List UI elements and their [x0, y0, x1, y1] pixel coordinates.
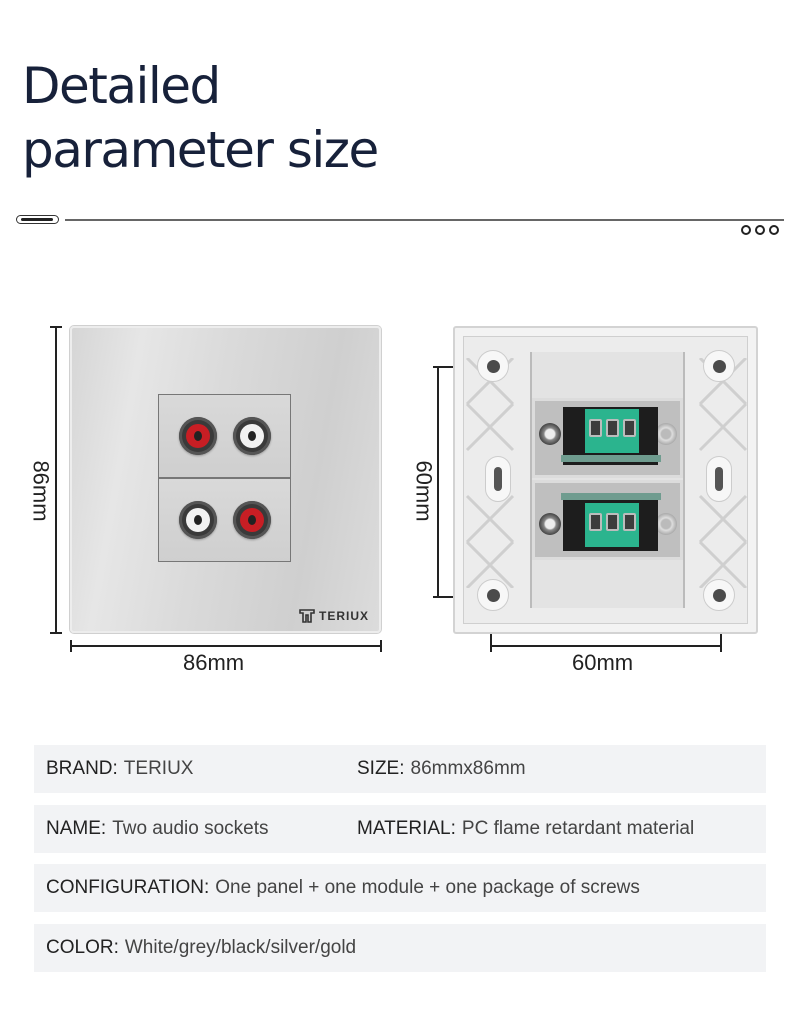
back-panel-image — [453, 326, 758, 634]
terminal-block — [561, 407, 661, 465]
back-height-label: 60mm — [411, 460, 437, 522]
dimension-tick — [70, 640, 72, 652]
circle-icon — [741, 225, 751, 235]
spec-name: NAME:Two audio sockets — [46, 818, 269, 840]
circle-icon — [755, 225, 765, 235]
terminal-block — [561, 493, 661, 551]
green-terminal-icon — [585, 409, 639, 453]
spec-value: Two audio sockets — [112, 818, 269, 839]
spec-label: NAME: — [46, 818, 107, 839]
socket-module-bottom — [158, 478, 291, 562]
brand-logo: TERIUX — [299, 609, 369, 623]
spec-value: TERIUX — [123, 758, 194, 779]
rca-socket-red-icon — [233, 501, 271, 539]
front-width-dimension-line — [70, 645, 381, 647]
front-height-dimension-line — [55, 326, 57, 633]
front-width-label: 86mm — [183, 650, 245, 675]
terminal-bay-bottom — [532, 480, 683, 560]
module-housing — [530, 352, 685, 608]
screw-icon — [539, 423, 561, 445]
pill-bar-icon — [16, 215, 59, 224]
teriux-logo-icon — [299, 609, 315, 623]
spec-value: 86mmx86mm — [410, 758, 526, 779]
rca-socket-red-icon — [179, 417, 217, 455]
three-circles-icon — [741, 225, 779, 235]
spec-value: White/grey/black/silver/gold — [124, 937, 357, 958]
spec-material: MATERIAL:PC flame retardant material — [357, 818, 694, 840]
socket-module-top — [158, 394, 291, 478]
title-line-2: parameter size — [22, 121, 379, 179]
spec-label: SIZE: — [357, 758, 405, 779]
spec-row: COLOR:White/grey/black/silver/gold — [34, 924, 766, 972]
pcb-strip — [561, 455, 661, 462]
spec-value: PC flame retardant material — [461, 818, 695, 839]
screw-icon — [655, 513, 677, 535]
spec-size: SIZE:86mmx86mm — [357, 758, 526, 780]
dimension-tick — [380, 640, 382, 652]
spec-value: One panel + one module + one package of … — [215, 877, 640, 898]
back-width-dimension-line — [490, 645, 721, 647]
screw-icon — [539, 513, 561, 535]
dimension-tick — [50, 632, 62, 634]
mounting-slot-icon — [485, 456, 511, 502]
title-line-1: Detailed — [22, 57, 221, 115]
spec-label: MATERIAL: — [357, 818, 456, 839]
spec-label: BRAND: — [46, 758, 118, 779]
mounting-hole-icon — [703, 579, 735, 611]
spec-brand: BRAND:TERIUX — [46, 758, 193, 780]
spec-row: CONFIGURATION:One panel + one module + o… — [34, 864, 766, 912]
mounting-hole-icon — [477, 579, 509, 611]
mounting-hole-icon — [477, 350, 509, 382]
mounting-hole-icon — [703, 350, 735, 382]
screw-icon — [655, 423, 677, 445]
circle-icon — [769, 225, 779, 235]
front-height-label: 86mm — [28, 460, 54, 522]
spec-configuration: CONFIGURATION:One panel + one module + o… — [46, 877, 640, 899]
divider-line — [65, 219, 784, 221]
brand-logo-text: TERIUX — [318, 609, 369, 623]
rca-socket-white-icon — [233, 417, 271, 455]
dimension-tick — [50, 326, 62, 328]
spec-row: NAME:Two audio sockets MATERIAL:PC flame… — [34, 805, 766, 853]
back-height-dimension-line — [437, 366, 439, 597]
spec-row: BRAND:TERIUX SIZE:86mmx86mm — [34, 745, 766, 793]
mounting-slot-icon — [706, 456, 732, 502]
spec-color: COLOR:White/grey/black/silver/gold — [46, 937, 356, 959]
rca-socket-white-icon — [179, 501, 217, 539]
spec-label: COLOR: — [46, 937, 119, 958]
terminal-bay-top — [532, 398, 683, 478]
spec-label: CONFIGURATION: — [46, 877, 210, 898]
green-terminal-icon — [585, 503, 639, 547]
page-title: Detailed parameter size — [22, 54, 379, 182]
back-width-label: 60mm — [572, 650, 634, 675]
front-panel-image: TERIUX — [70, 326, 381, 633]
pcb-strip — [561, 493, 661, 500]
